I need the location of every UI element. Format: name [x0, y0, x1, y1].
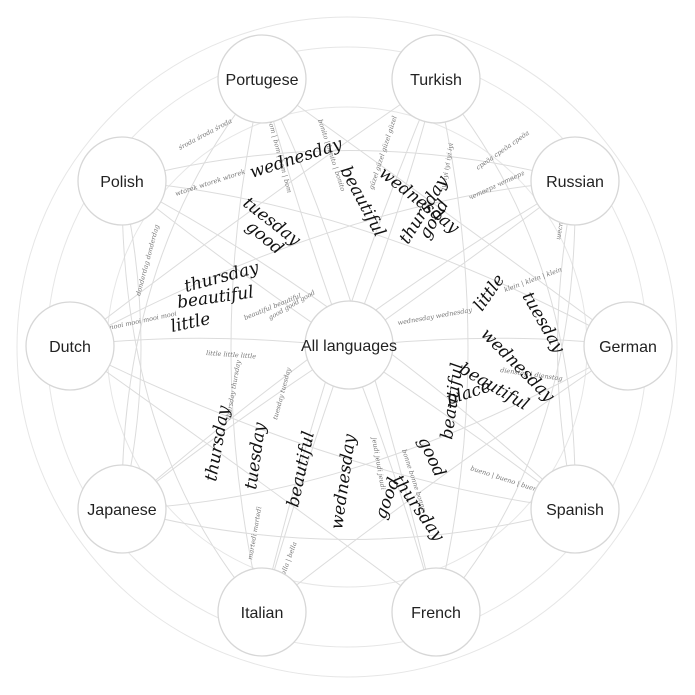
- language-node-label: Spanish: [546, 502, 604, 519]
- word-label: beautiful: [283, 430, 319, 509]
- language-node-spanish[interactable]: Spanish: [530, 464, 620, 554]
- translation-text: donderdag donderdag: [134, 224, 161, 297]
- language-node-russian[interactable]: Russian: [530, 136, 620, 226]
- language-node-french[interactable]: French: [391, 567, 481, 657]
- language-node-label: Polish: [100, 174, 144, 191]
- edge-cross-1: [261, 79, 437, 613]
- language-node-label: Italian: [241, 605, 284, 622]
- language-node-circle: [77, 464, 167, 554]
- edge-cross-11: [261, 345, 629, 613]
- language-node-circle: [25, 301, 115, 391]
- edge-cross-16: [121, 508, 576, 540]
- language-node-circle: [530, 464, 620, 554]
- translation-text: wtorek wtorek wtorek: [174, 168, 246, 198]
- language-node-circle: [391, 567, 481, 657]
- edge-cross-17: [121, 180, 142, 510]
- word-label: little: [470, 271, 509, 315]
- center-node-circle: [304, 300, 394, 390]
- edge-cross-15: [121, 150, 576, 182]
- word-label: tuesday: [518, 289, 569, 358]
- translation-text: четверг четверг: [467, 169, 526, 202]
- language-node-label: Turkish: [410, 72, 462, 89]
- translation-text: tuesday tuesday: [271, 367, 293, 421]
- language-node-label: Dutch: [49, 339, 91, 356]
- translation-text: среда среда среда: [475, 129, 531, 172]
- language-node-portugese[interactable]: Portugese: [217, 34, 307, 124]
- edge-cross-10: [69, 79, 437, 347]
- word-label: tuesday: [241, 421, 270, 491]
- edge-cross-14: [435, 79, 469, 613]
- language-node-circle: [217, 567, 307, 657]
- language-node-circle: [217, 34, 307, 124]
- edge-cross-9: [261, 79, 629, 347]
- language-node-label: French: [411, 605, 461, 622]
- word-label: good: [413, 434, 449, 481]
- language-node-label: Portugese: [226, 72, 299, 89]
- language-node-circle: [530, 136, 620, 226]
- language-node-circle: [391, 34, 481, 124]
- language-node-italian[interactable]: Italian: [217, 567, 307, 657]
- edge-cross-12: [69, 345, 437, 613]
- translation-text: little little little: [206, 349, 257, 360]
- language-node-label: German: [599, 339, 657, 356]
- language-node-turkish[interactable]: Turkish: [391, 34, 481, 124]
- language-node-japanese[interactable]: Japanese: [77, 464, 167, 554]
- edge-cross-19: [121, 79, 263, 510]
- edge-cross-13: [230, 79, 263, 613]
- language-node-circle: [77, 136, 167, 226]
- language-node-dutch[interactable]: Dutch: [25, 301, 115, 391]
- language-node-polish[interactable]: Polish: [77, 136, 167, 226]
- language-nodes: Portugese TurkishRussianGermanSpanishFren…: [25, 34, 673, 657]
- center-node[interactable]: All languages: [301, 300, 397, 390]
- translation-text: środa środa środa: [177, 117, 233, 152]
- language-node-label: Japanese: [87, 502, 156, 519]
- language-node-label: Russian: [546, 174, 604, 191]
- edge-cross-20: [435, 79, 576, 510]
- edge-cross-6: [121, 180, 629, 347]
- edge-cross-21: [121, 180, 263, 613]
- word-label: wednesday: [327, 433, 360, 531]
- edge-cross-5: [69, 180, 576, 347]
- language-node-circle: [583, 301, 673, 391]
- outer-ring-3: [16, 16, 678, 678]
- center-node-label: All languages: [301, 338, 397, 355]
- translation-text: wednesday wednesday: [397, 306, 473, 327]
- language-node-german[interactable]: German: [583, 301, 673, 391]
- edge-cross-22: [435, 180, 576, 613]
